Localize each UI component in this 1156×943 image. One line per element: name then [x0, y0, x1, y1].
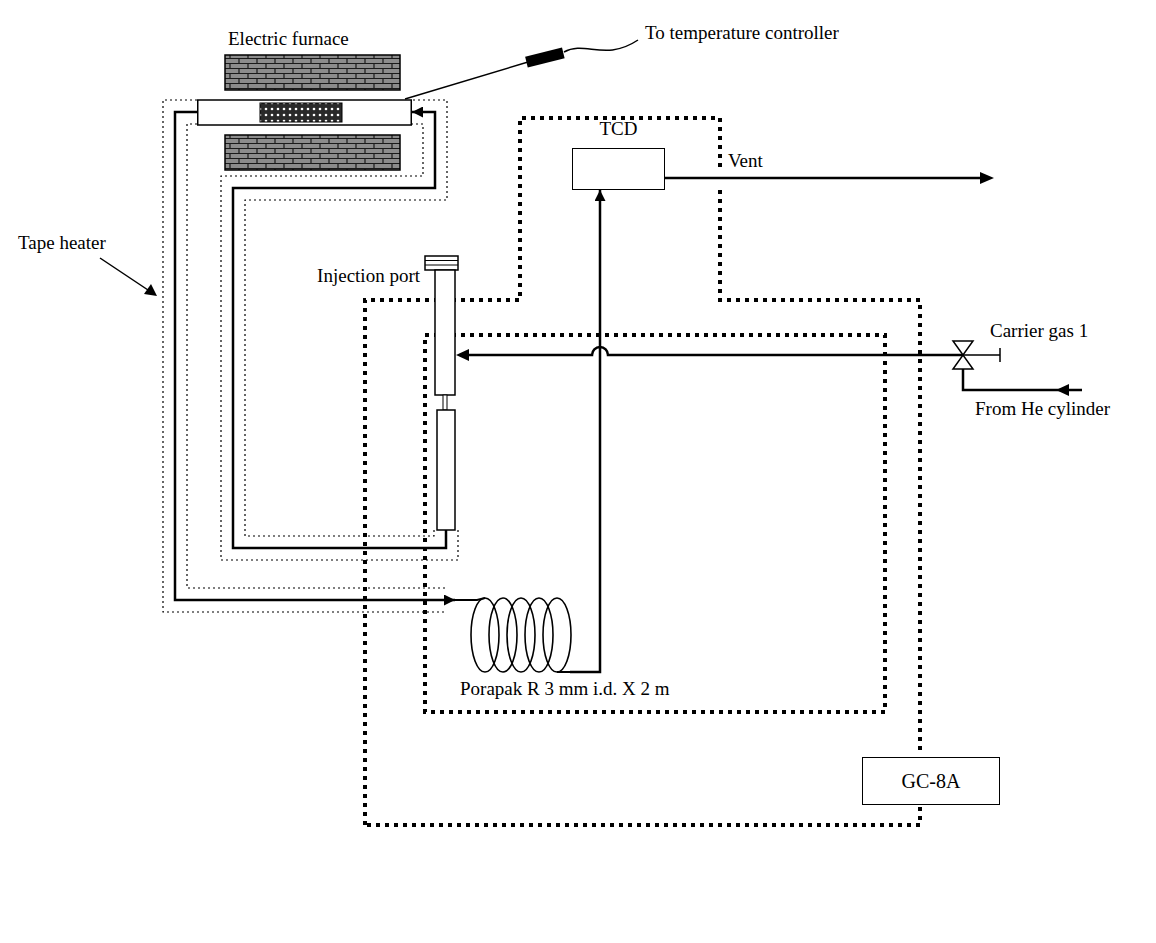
valve-symbol	[953, 355, 973, 369]
valve-symbol	[953, 341, 973, 355]
supply-label: From He cylinder	[975, 398, 1110, 420]
callout-label: Tape heater	[18, 232, 106, 254]
pre-column	[437, 410, 455, 530]
coil-turn	[543, 598, 571, 672]
callout-label: To temperature controller	[645, 22, 839, 44]
gc-housing-outline	[365, 118, 920, 825]
valve-label: Carrier gas 1	[990, 320, 1088, 342]
gc-model-box: GC-8A	[862, 757, 1000, 805]
detector-box	[572, 148, 665, 190]
coil-turn	[471, 598, 499, 672]
flow-arrowhead	[980, 172, 994, 184]
septum-cap	[425, 261, 458, 266]
furnace-brick	[225, 135, 400, 170]
tube-connector	[175, 112, 455, 600]
detector-label: TCD	[600, 118, 638, 140]
coil-turn	[507, 598, 535, 672]
vent-line	[665, 177, 982, 180]
injector-label: Injection port	[317, 265, 420, 287]
tape-heater-line	[163, 100, 445, 612]
pre-column-outlet	[445, 530, 448, 535]
septum-cap	[425, 256, 458, 270]
furnace-label: Electric furnace	[228, 28, 349, 50]
leader-arrowhead	[144, 284, 157, 296]
column-oven-outline	[425, 335, 885, 712]
coil-lead	[557, 671, 570, 673]
injector-neck	[443, 395, 447, 410]
tube-connector	[570, 190, 600, 672]
flow-arrowhead	[456, 349, 469, 361]
leader-line	[100, 258, 148, 290]
flow-arrowhead	[1056, 384, 1069, 396]
electric-furnace: Electric furnace	[197, 28, 412, 173]
column-coil-drawing	[455, 590, 585, 680]
reactor-tube	[198, 100, 412, 125]
tape-heater-line	[221, 124, 458, 560]
valve-handle	[963, 348, 1000, 362]
tube-connector	[233, 112, 446, 548]
model-label: GC-8A	[902, 770, 961, 793]
furnace-drawing	[197, 28, 412, 173]
tape-heater-line	[187, 124, 445, 588]
catalyst-bed	[260, 103, 342, 122]
packed-column: Porapak R 3 mm i.d. X 2 m	[455, 590, 715, 702]
injection-port-drawing	[315, 255, 465, 535]
coil-turn	[489, 598, 517, 672]
injector-body	[435, 270, 455, 395]
thermocouple-wire	[405, 62, 528, 99]
coil-turn	[525, 598, 553, 672]
thermocouple-plug	[525, 48, 565, 68]
vent-label: Vent	[728, 150, 763, 172]
tcd-detector: TCD	[572, 116, 665, 190]
thermocouple-wire	[564, 40, 638, 52]
carrier-gas-line	[465, 347, 963, 355]
furnace-brick	[225, 55, 400, 90]
column-label: Porapak R 3 mm i.d. X 2 m	[460, 678, 670, 700]
injection-port: Injection port	[315, 255, 465, 535]
